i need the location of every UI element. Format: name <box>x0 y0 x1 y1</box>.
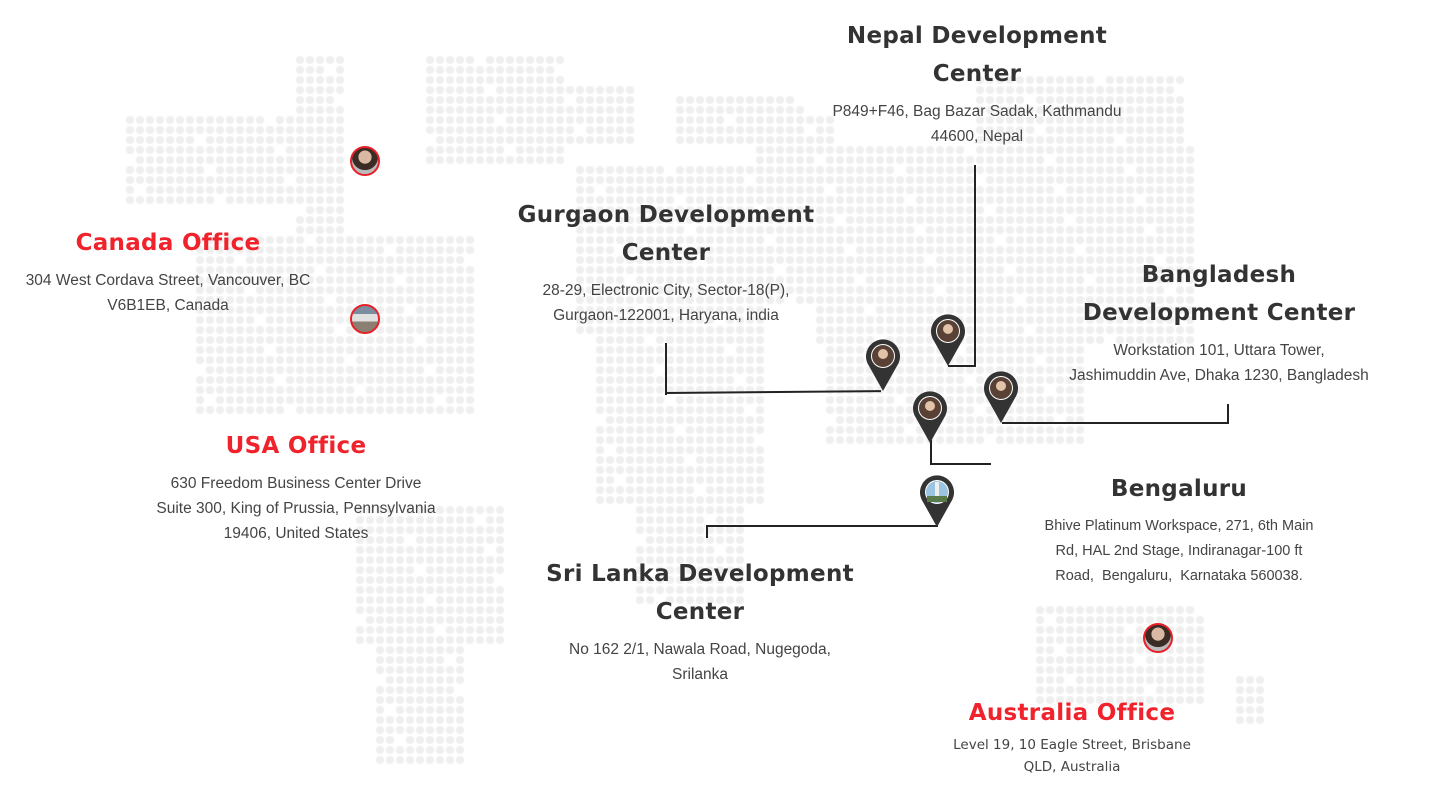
address-line: 28-29, Electronic City, Sector-18(P), <box>542 282 790 299</box>
gurgaon-map-pin-icon[interactable] <box>865 338 901 392</box>
bangladesh-connector <box>1002 422 1229 424</box>
title-line: Nepal Development <box>846 23 1108 49</box>
australia-office-marker[interactable] <box>1143 623 1173 653</box>
title-line: Bangladesh <box>1141 262 1297 288</box>
nepal-connector <box>974 165 976 367</box>
address-line: Bhive Platinum Workspace, 271, 6th Main <box>1044 518 1314 534</box>
australia-office: Australia Office Level 19, 10 Eagle Stre… <box>912 694 1232 778</box>
title-line: Gurgaon Development <box>517 202 815 228</box>
usa-office-marker[interactable] <box>350 304 380 334</box>
address-line: Level 19, 10 Eagle Street, Brisbane <box>953 737 1191 753</box>
title-line: Center <box>655 599 745 625</box>
bangladesh-connector <box>1227 404 1229 424</box>
title-line: Sri Lanka Development <box>546 561 854 587</box>
address-line: QLD, Australia <box>1023 759 1121 775</box>
title-line: Development Center <box>1082 300 1356 326</box>
address-line: No 162 2/1, Nawala Road, Nugegoda, <box>569 641 831 658</box>
usa-office: USA Office 630 Freedom Business Center D… <box>136 427 456 546</box>
nepal-connector <box>948 365 976 367</box>
canada-office: Canada Office 304 West Cordava Street, V… <box>8 224 328 318</box>
address-line: 19406, United States <box>223 525 369 542</box>
srilanka-connector <box>706 525 938 527</box>
address-line: Rd, HAL 2nd Stage, Indiranagar-100 ft <box>1055 543 1303 559</box>
gurgaon-connector <box>665 343 667 395</box>
address-line: 304 West Cordava Street, Vancouver, BC <box>25 272 311 289</box>
srilanka-map-pin-icon[interactable] <box>919 474 955 528</box>
nepal-map-pin-icon[interactable] <box>930 313 966 367</box>
bengaluru-center: Bengaluru Bhive Platinum Workspace, 271,… <box>1009 470 1349 589</box>
office-title: Bengaluru <box>1110 476 1248 502</box>
office-title: Australia Office <box>968 700 1176 726</box>
address-line: 630 Freedom Business Center Drive <box>170 475 422 492</box>
canada-office-marker[interactable] <box>350 146 380 176</box>
address-line: Gurgaon-122001, Haryana, india <box>553 307 779 324</box>
bengaluru-connector <box>930 440 932 464</box>
address-line: Suite 300, King of Prussia, Pennsylvania <box>156 500 436 517</box>
title-line: Center <box>621 240 711 266</box>
office-title: USA Office <box>225 433 367 459</box>
address-line: 44600, Nepal <box>930 128 1024 145</box>
address-line: Jashimuddin Ave, Dhaka 1230, Bangladesh <box>1069 367 1369 384</box>
address-line: Road, Bengaluru, Karnataka 560038. <box>1055 568 1303 584</box>
title-line: Center <box>932 61 1022 87</box>
address-line: P849+F46, Bag Bazar Sadak, Kathmandu <box>832 103 1122 120</box>
address-line: V6B1EB, Canada <box>107 297 229 314</box>
srilanka-connector <box>706 525 708 538</box>
bangladesh-map-pin-icon[interactable] <box>983 370 1019 424</box>
address-line: Srilanka <box>672 666 728 683</box>
address-line: Workstation 101, Uttara Tower, <box>1113 342 1325 359</box>
bengaluru-connector <box>930 463 991 465</box>
office-title: Canada Office <box>75 230 261 256</box>
bengaluru-map-pin-icon[interactable] <box>912 390 948 444</box>
